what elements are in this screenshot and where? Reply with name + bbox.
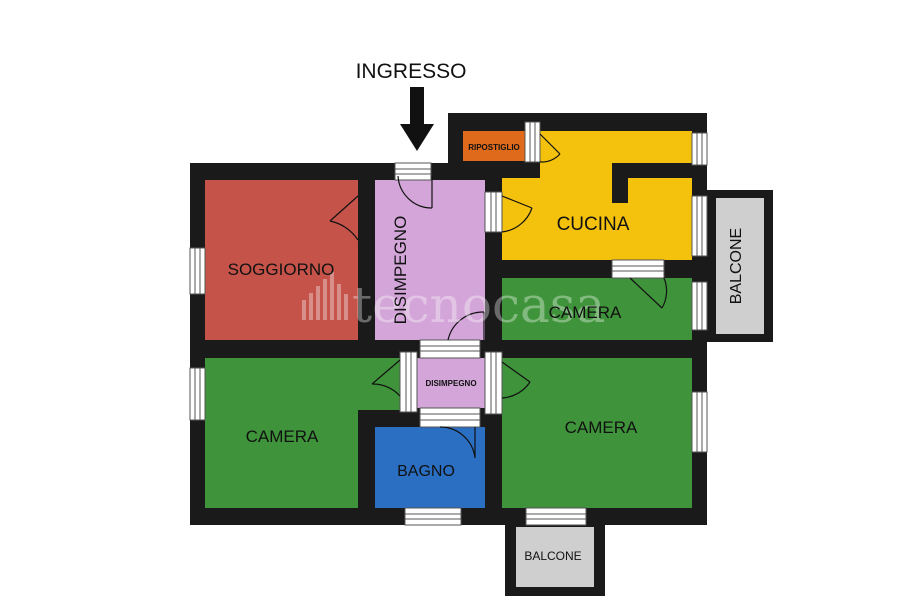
- camera-left-room: [205, 358, 400, 508]
- window-cucina-right: [691, 132, 708, 166]
- cucina-room: [502, 131, 692, 260]
- door-swing-cucina: [501, 195, 533, 233]
- window-disimpegno-left: [399, 351, 418, 413]
- window-camera-right: [691, 391, 708, 453]
- camera-mid-room: [502, 278, 692, 340]
- soggiorno-label: SOGGIORNO: [228, 260, 335, 279]
- disimpegno-main-label: DISIMPEGNO: [391, 216, 410, 325]
- soggiorno-room: [205, 180, 358, 340]
- door-swing-camera-mid: [629, 277, 668, 309]
- window-balcone-bottom: [525, 507, 587, 526]
- entrance-arrow-icon: [400, 87, 434, 151]
- window-disimpegno-cucina: [484, 191, 503, 233]
- door-swing-bagno: [439, 426, 476, 459]
- door-swings: [329, 133, 668, 459]
- balcone-bottom-label: BALCONE: [524, 549, 581, 563]
- bagno-label: BAGNO: [397, 463, 455, 480]
- ripostiglio-label: RIPOSTIGLIO: [468, 143, 520, 152]
- door-swing-disimpegno: [447, 311, 485, 341]
- camera-mid-label: CAMERA: [549, 303, 622, 322]
- window-disimpegno-right: [484, 351, 503, 415]
- camera-right-room: [502, 358, 692, 508]
- window-soggiorno: [189, 247, 206, 295]
- door-swing-entrance: [397, 175, 433, 209]
- bagno-room: [375, 427, 485, 508]
- cucina-label: CUCINA: [557, 214, 630, 235]
- disimpegno-small-room: [417, 358, 485, 408]
- window-bagno-bottom: [404, 507, 462, 526]
- door-swing-ripostiglio: [539, 133, 561, 163]
- balcone-bottom-room: [516, 527, 594, 587]
- camera-left-label: CAMERA: [246, 427, 319, 446]
- ripostiglio-room: [463, 131, 525, 161]
- window-disimpegno-top: [419, 339, 481, 359]
- door-swing-camera-left: [371, 359, 401, 397]
- window-cucina-balcone: [691, 195, 708, 257]
- balcone-right-label: BALCONE: [728, 228, 745, 304]
- window-camera-left: [189, 367, 206, 421]
- window-camera-mid-top: [611, 259, 665, 279]
- camera-right-label: CAMERA: [565, 418, 638, 437]
- balcone-right-room: [716, 198, 764, 334]
- window-camera-mid-right: [691, 281, 708, 331]
- watermark-text: tecnocasa: [352, 276, 605, 334]
- room-fills: [205, 131, 764, 587]
- door-swing-camera-right: [501, 361, 531, 399]
- door-swing-soggiorno: [329, 195, 359, 241]
- window-bagno-top: [419, 407, 481, 428]
- window-entrance: [394, 162, 432, 181]
- window-ripostiglio: [524, 121, 541, 163]
- disimpegno-main-room: [375, 180, 485, 340]
- entrance-label: INGRESSO: [356, 60, 467, 83]
- watermark-logo: [302, 272, 348, 320]
- windows: [189, 121, 708, 526]
- disimpegno-small-label: DISIMPEGNO: [425, 379, 476, 388]
- room-labels: SOGGIORNO DISIMPEGNO RIPOSTIGLIO CUCINA …: [228, 143, 745, 563]
